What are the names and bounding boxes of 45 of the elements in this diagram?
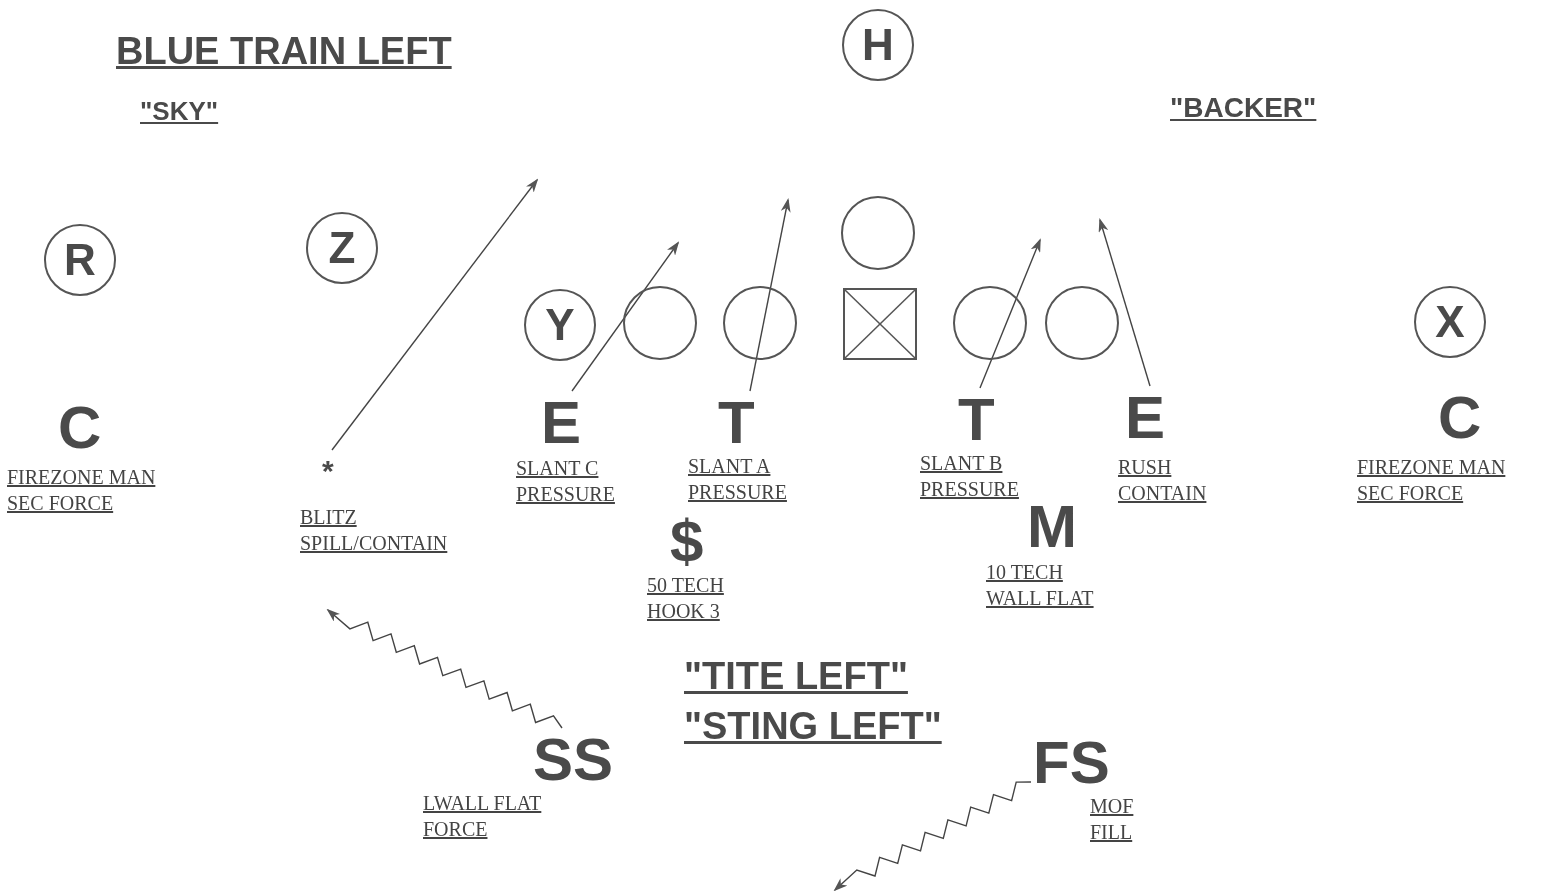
player-circle: R <box>44 224 116 296</box>
route-arrow <box>749 198 791 392</box>
position-letter: $ <box>670 512 704 572</box>
assignment-text: SLANT C PRESSURE <box>516 456 616 507</box>
player-circle: Y <box>524 289 596 361</box>
route-arrow <box>979 238 1041 389</box>
assignment-text: LWALL FLAT FORCE <box>423 791 543 842</box>
assignment-text: FIREZONE MAN SEC FORCE <box>7 465 157 516</box>
player-circle <box>841 196 915 270</box>
position-letter: E <box>541 393 582 453</box>
assignment-text: FIREZONE MAN SEC FORCE <box>1357 455 1507 506</box>
position-letter: C <box>58 398 102 458</box>
play-title: BLUE TRAIN LEFT <box>116 30 452 73</box>
player-circle: X <box>1414 286 1486 358</box>
formation-call: "STING LEFT" <box>684 705 942 748</box>
center-square <box>843 288 917 360</box>
assignment-text: RUSH CONTAIN <box>1118 455 1208 506</box>
route-arrow <box>331 178 539 451</box>
player-circle <box>1045 286 1119 360</box>
player-circle: Z <box>306 212 378 284</box>
position-letter: SS <box>533 730 614 790</box>
player-circle <box>723 286 797 360</box>
position-letter: T <box>718 393 755 453</box>
assignment-text: 10 TECH WALL FLAT <box>986 560 1095 611</box>
position-letter: E <box>1125 388 1166 448</box>
formation-call: "SKY" <box>140 96 219 127</box>
assignment-text: SLANT A PRESSURE <box>688 454 788 505</box>
position-letter: C <box>1438 388 1482 448</box>
player-circle <box>953 286 1027 360</box>
assignment-text: BLITZ SPILL/CONTAIN <box>300 505 449 556</box>
formation-call: "TITE LEFT" <box>684 655 908 698</box>
player-circle: H <box>842 9 914 81</box>
position-letter: M <box>1027 497 1077 557</box>
player-circle <box>623 286 697 360</box>
zigzag-arrow <box>833 781 1032 892</box>
position-letter: T <box>958 390 995 450</box>
position-letter: FS <box>1033 733 1110 793</box>
position-letter: * <box>322 453 334 489</box>
assignment-text: 50 TECH HOOK 3 <box>647 573 725 624</box>
formation-call: "BACKER" <box>1170 92 1317 124</box>
zigzag-arrow <box>326 608 563 729</box>
assignment-text: MOF FILL <box>1090 794 1135 845</box>
route-arrow <box>571 241 680 392</box>
assignment-text: SLANT B PRESSURE <box>920 451 1020 502</box>
route-arrow <box>1098 218 1151 387</box>
